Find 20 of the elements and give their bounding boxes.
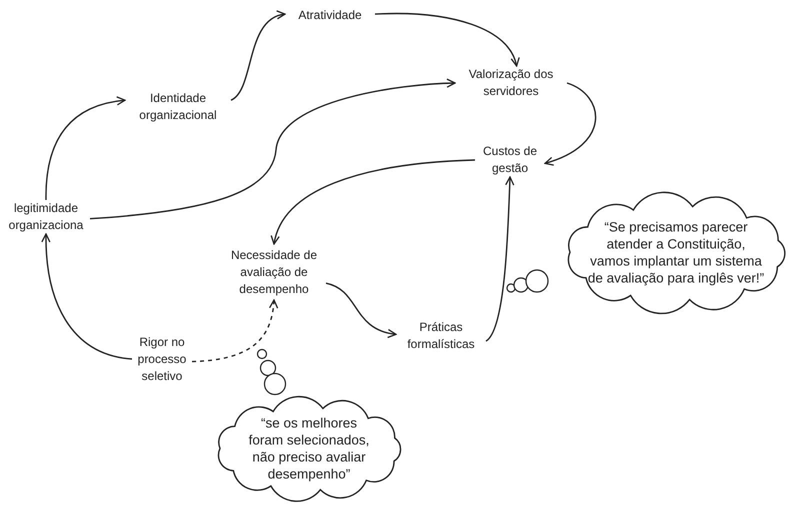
concept-label: Práticas formalísticas [396,319,486,353]
concept-label: Valorização dos servidores [455,66,567,100]
quote-text: “Se precisamos parecer atender a Constituição, vamos implantar um sistema de avaliação para inglês ver!” [587,219,765,287]
arrow [230,12,286,101]
arrow [486,176,514,342]
concept-label: legitimidade organizaciona [2,200,90,234]
arrow [544,82,596,166]
arrow [374,12,519,67]
concept-label: Necessidade de avaliação de desempenho [222,244,326,300]
arrow [272,159,476,245]
arrow [326,282,397,338]
arrow [42,233,132,360]
arrow [90,78,456,220]
concept-label: Rigor no processo seletivo [132,333,192,385]
quote-text: “se os melhores foram selecionados, não preciso avaliar desempenho” [248,415,370,483]
concept-label: Identidade organizacional [125,90,231,124]
dashed-arrow [192,299,278,362]
concept-label: Custos de gestão [475,143,545,177]
concept-label: Atratividade [285,6,375,24]
arrow [45,96,126,200]
